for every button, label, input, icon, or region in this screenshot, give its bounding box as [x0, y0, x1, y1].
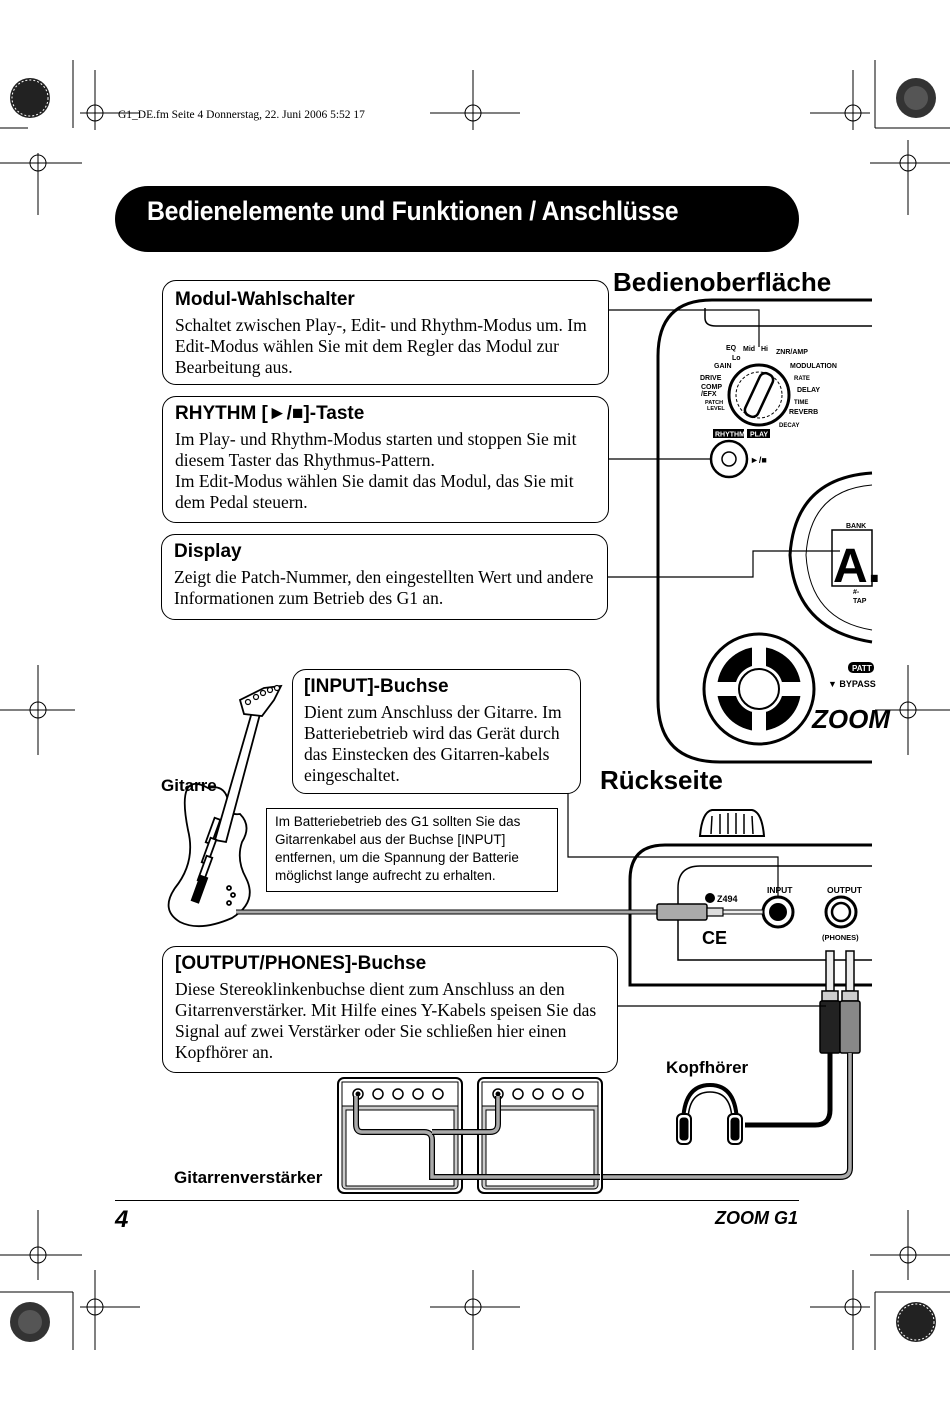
display-callout: Display Zeigt die Patch-Nummer, den eing… — [161, 534, 608, 620]
play-stop-label: ►/■ — [750, 455, 767, 465]
input-jack-label: INPUT — [767, 885, 793, 895]
rhythm-tab-label: RHYTHM — [715, 432, 745, 439]
amps-label: Gitarrenverstärker — [174, 1168, 323, 1187]
knob-label-rate: RATE — [794, 376, 810, 382]
guitar-illustration — [167, 684, 283, 928]
amp-cables-overlay — [353, 1096, 600, 1180]
knob-label-decay: DECAY — [779, 423, 799, 429]
rhythm-key-text-2: Im Edit-Modus wählen Sie damit das Modul… — [175, 471, 574, 512]
knob-label-znr: ZNR/AMP — [776, 349, 808, 356]
bypass-label: ▼ BYPASS — [828, 679, 876, 689]
footer-product: ZOOM G1 — [714, 1208, 798, 1228]
footer-rule — [115, 1200, 799, 1201]
output-jack-callout: [OUTPUT/PHONES]-Buchse Diese Stereoklink… — [162, 946, 618, 1073]
crop-marks — [0, 60, 950, 1350]
knob-label-time: TIME — [794, 400, 808, 406]
knob-label-hi: Hi — [761, 346, 768, 353]
knob-label-reverb: REVERB — [789, 409, 818, 416]
knob-label-modulation: MODULATION — [790, 363, 837, 370]
guitar-label: Gitarre — [161, 776, 217, 795]
input-jack-title: [INPUT]-Buchse — [304, 676, 449, 697]
print-header: G1_DE.fm Seite 4 Donnerstag, 22. Juni 20… — [118, 109, 365, 121]
display-tap-label: TAP — [853, 598, 867, 605]
top-panel-device: EQ Mid Hi Lo GAIN DRIVE COMP /EFX PATCH … — [608, 298, 891, 764]
input-jack-text: Dient zum Anschluss der Gitarre. Im Batt… — [304, 702, 562, 785]
output-jack-title: [OUTPUT/PHONES]-Buchse — [175, 953, 427, 974]
top-panel-title: Bedienoberfläche — [613, 267, 832, 297]
play-tab-label: PLAY — [750, 432, 768, 439]
rear-panel-title: Rückseite — [600, 765, 723, 795]
display-bank-label: BANK — [846, 523, 866, 530]
headphones-label: Kopfhörer — [666, 1058, 749, 1077]
knob-label-comp: COMP — [701, 384, 722, 391]
zoom-logo: ZOOM — [811, 704, 891, 734]
patch-tab-label: PATT — [852, 664, 872, 673]
display-char: A. — [833, 540, 881, 593]
knob-label-level: LEVEL — [707, 406, 725, 412]
page-number: 4 — [115, 1206, 129, 1233]
mode-selector-text: Schaltet zwischen Play-, Edit- und Rhyth… — [175, 315, 587, 377]
display-sharp-label: #- — [853, 589, 860, 596]
knob-label-drive: DRIVE — [700, 375, 722, 382]
rhythm-key-text-1: Im Play- und Rhythm-Modus starten und st… — [175, 429, 577, 470]
knob-label-delay: DELAY — [797, 387, 820, 394]
phones-label: (PHONES) — [822, 933, 859, 942]
knob-label-eq: EQ — [726, 345, 737, 352]
headphones-illustration — [676, 1082, 743, 1145]
rear-panel-device: Z494 CE INPUT OUTPUT (PHONES) — [567, 790, 872, 987]
display-title: Display — [174, 541, 242, 562]
mode-selector-title: Modul-Wahlschalter — [175, 289, 355, 310]
rhythm-key-callout: RHYTHM [►/■]-Taste Im Play- und Rhythm-M… — [162, 396, 609, 523]
z494-label: Z494 — [717, 894, 738, 904]
display-text: Zeigt die Patch-Nummer, den eingestellte… — [174, 567, 594, 608]
battery-note: Im Batteriebetrieb des G1 sollten Sie da… — [266, 808, 558, 892]
registration-targets — [10, 78, 936, 1342]
page-title-bar: Bedienelemente und Funktionen / Anschlüs… — [115, 186, 799, 252]
mode-selector-callout: Modul-Wahlschalter Schaltet zwischen Pla… — [162, 280, 609, 385]
ce-mark: CE — [702, 928, 727, 948]
page-title: Bedienelemente und Funktionen / Anschlüs… — [147, 196, 679, 226]
guitar-cable — [236, 903, 764, 921]
output-jack-label: OUTPUT — [827, 885, 863, 895]
input-jack-callout: [INPUT]-Buchse Dient zum Anschluss der G… — [292, 669, 581, 794]
knob-label-patch: PATCH — [705, 400, 723, 406]
knob-label-gain: GAIN — [714, 363, 732, 370]
knob-label-lo: Lo — [732, 355, 741, 362]
knob-label-efx: /EFX — [701, 391, 717, 398]
rhythm-key-title: RHYTHM [►/■]-Taste — [175, 403, 365, 424]
output-jack-text: Diese Stereoklinkenbuchse dient zum Ansc… — [175, 979, 597, 1062]
knob-label-mid: Mid — [743, 346, 755, 353]
